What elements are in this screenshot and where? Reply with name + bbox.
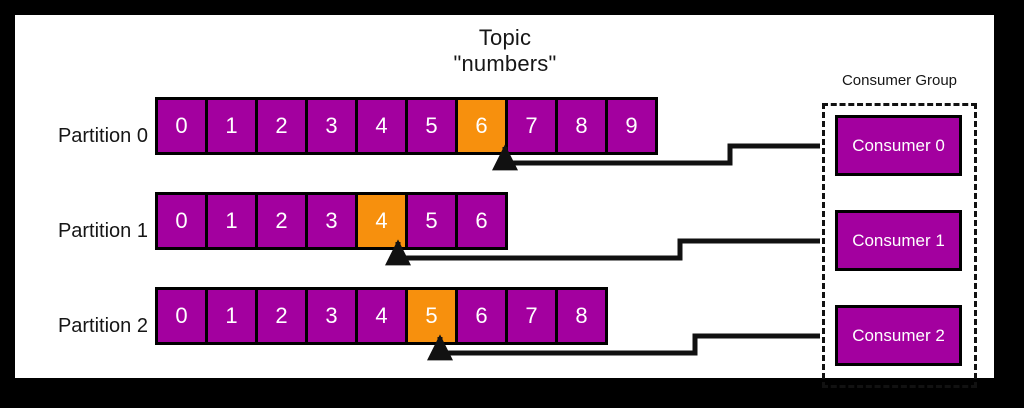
partition-1-offset-cell: 0 [155,192,208,250]
partition-2-offset-cell: 3 [305,287,358,345]
partition-0-offset-cell: 1 [205,97,258,155]
partition-label-1: Partition 1 [57,220,148,242]
partition-2-offset-cell: 2 [255,287,308,345]
partition-2-offset-cell: 0 [155,287,208,345]
partition-0-offset-cell: 9 [605,97,658,155]
partition-2-current-offset-cell: 5 [405,287,458,345]
partition-0-offset-cell: 3 [305,97,358,155]
partition-0-offset-cell: 0 [155,97,208,155]
partition-0-offset-cell: 2 [255,97,308,155]
partition-1-offset-cell: 3 [305,192,358,250]
topic-title-line-1: Topic [478,25,532,50]
partition-0-offset-cell: 5 [405,97,458,155]
consumer-box-1[interactable]: Consumer 1 [835,210,962,271]
consumer-group-label: Consumer Group [841,72,958,89]
partition-label-2: Partition 2 [57,315,148,337]
partition-2-offset-cell: 6 [455,287,508,345]
partition-0-current-offset-cell: 6 [455,97,508,155]
partition-label-0: Partition 0 [57,125,148,147]
consumer-box-2[interactable]: Consumer 2 [835,305,962,366]
partition-0-offset-cell: 8 [555,97,608,155]
topic-title-line-2: "numbers" [453,50,557,76]
topic-title: Topic "numbers" [345,25,665,77]
partition-2-offset-cell: 4 [355,287,408,345]
partition-2-offset-cell: 1 [205,287,258,345]
consumer-group-boundary [822,103,977,388]
partition-1-offset-cell: 5 [405,192,458,250]
consumer-box-0[interactable]: Consumer 0 [835,115,962,176]
partition-2-offset-cell: 8 [555,287,608,345]
partition-0-offset-cell: 7 [505,97,558,155]
partition-1-current-offset-cell: 4 [355,192,408,250]
partition-1-offset-cell: 1 [205,192,258,250]
partition-0-offset-cell: 4 [355,97,408,155]
partition-1-offset-cell: 2 [255,192,308,250]
partition-2-offset-cell: 7 [505,287,558,345]
partition-1-offset-cell: 6 [455,192,508,250]
